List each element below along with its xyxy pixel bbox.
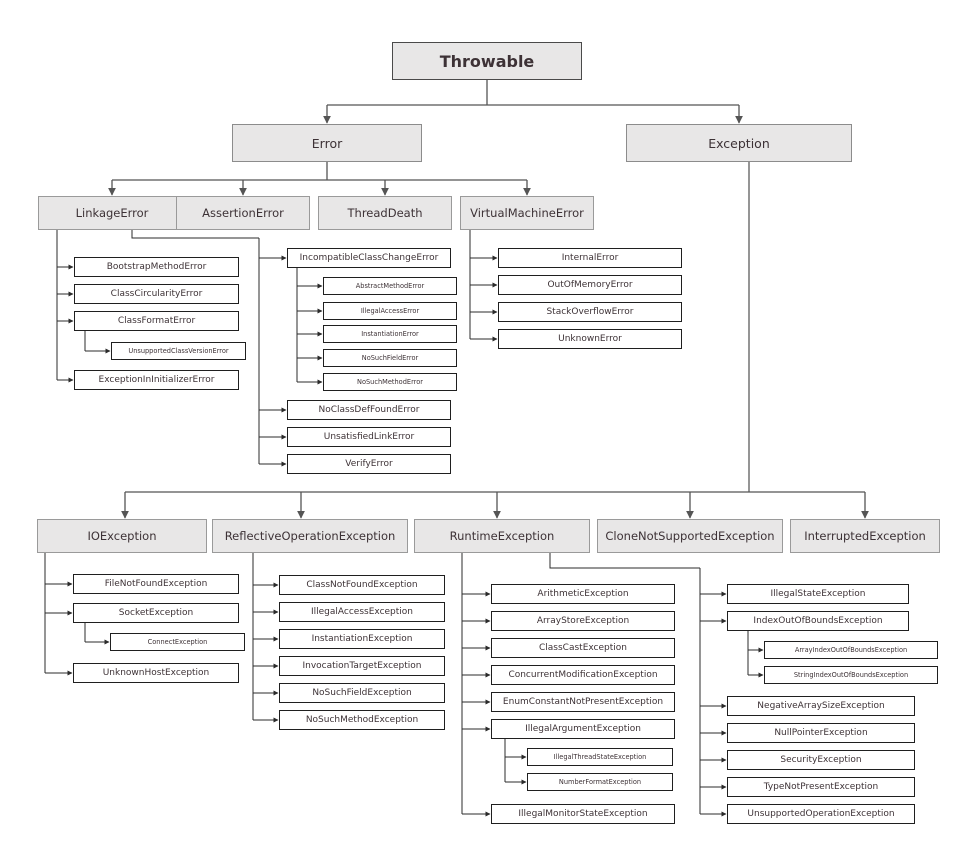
node-connect-exception: ConnectException (110, 633, 245, 651)
node-negative-array-size-exception: NegativeArraySizeException (727, 696, 915, 716)
node-thread-death: ThreadDeath (318, 196, 452, 230)
node-exception-in-initializer-error: ExceptionInInitializerError (74, 370, 239, 390)
node-no-class-def-found-error: NoClassDefFoundError (287, 400, 451, 420)
node-array-store-exception: ArrayStoreException (491, 611, 675, 631)
node-exception: Exception (626, 124, 852, 162)
node-enum-constant-not-present-exception: EnumConstantNotPresentException (491, 692, 675, 712)
node-invocation-target-exception: InvocationTargetException (279, 656, 445, 676)
runtime-exception-branch (549, 553, 700, 569)
node-error: Error (232, 124, 422, 162)
node-reflective-operation-exception: ReflectiveOperationException (212, 519, 408, 553)
node-unsupported-class-version-error: UnsupportedClassVersionError (111, 342, 246, 360)
node-clone-not-supported-exception: CloneNotSupportedException (597, 519, 783, 553)
linkage-error-branch (131, 230, 259, 239)
node-runtime-exception: RuntimeException (414, 519, 590, 553)
node-out-of-memory-error: OutOfMemoryError (498, 275, 682, 295)
node-throwable: Throwable (392, 42, 582, 80)
node-abstract-method-error: AbstractMethodError (323, 277, 457, 295)
node-illegal-argument-exception: IllegalArgumentException (491, 719, 675, 739)
node-unknown-error: UnknownError (498, 329, 682, 349)
node-illegal-state-exception: IllegalStateException (727, 584, 909, 604)
node-concurrent-modification-exception: ConcurrentModificationException (491, 665, 675, 685)
node-instantiation-exception: InstantiationException (279, 629, 445, 649)
node-virtual-machine-error: VirtualMachineError (460, 196, 594, 230)
node-bootstrap-method-error: BootstrapMethodError (74, 257, 239, 277)
node-illegal-access-error: IllegalAccessError (323, 302, 457, 320)
node-illegal-access-exception: IllegalAccessException (279, 602, 445, 622)
node-no-such-method-error: NoSuchMethodError (323, 373, 457, 391)
node-no-such-field-exception: NoSuchFieldException (279, 683, 445, 703)
node-incompatible-class-change-error: IncompatibleClassChangeError (287, 248, 451, 268)
node-internal-error: InternalError (498, 248, 682, 268)
node-io-exception: IOException (37, 519, 207, 553)
node-array-index-out-of-bounds-exception: ArrayIndexOutOfBoundsException (764, 641, 938, 659)
node-unknown-host-exception: UnknownHostException (73, 663, 239, 683)
node-class-format-error: ClassFormatError (74, 311, 239, 331)
node-unsatisfied-link-error: UnsatisfiedLinkError (287, 427, 451, 447)
node-assertion-error: AssertionError (176, 196, 310, 230)
node-linkage-error: LinkageError (38, 196, 186, 230)
node-no-such-field-error: NoSuchFieldError (323, 349, 457, 367)
node-class-cast-exception: ClassCastException (491, 638, 675, 658)
node-socket-exception: SocketException (73, 603, 239, 623)
node-security-exception: SecurityException (727, 750, 915, 770)
node-verify-error: VerifyError (287, 454, 451, 474)
node-instantiation-error: InstantiationError (323, 325, 457, 343)
node-arithmetic-exception: ArithmeticException (491, 584, 675, 604)
node-string-index-out-of-bounds-exception: StringIndexOutOfBoundsException (764, 666, 938, 684)
node-file-not-found-exception: FileNotFoundException (73, 574, 239, 594)
node-type-not-present-exception: TypeNotPresentException (727, 777, 915, 797)
node-null-pointer-exception: NullPointerException (727, 723, 915, 743)
node-class-circularity-error: ClassCircularityError (74, 284, 239, 304)
node-unsupported-operation-exception: UnsupportedOperationException (727, 804, 915, 824)
node-interrupted-exception: InterruptedException (790, 519, 940, 553)
node-index-out-of-bounds-exception: IndexOutOfBoundsException (727, 611, 909, 631)
node-illegal-monitor-state-exception: IllegalMonitorStateException (491, 804, 675, 824)
node-class-not-found-exception: ClassNotFoundException (279, 575, 445, 595)
node-no-such-method-exception: NoSuchMethodException (279, 710, 445, 730)
node-illegal-thread-state-exception: IllegalThreadStateException (527, 748, 673, 766)
node-number-format-exception: NumberFormatException (527, 773, 673, 791)
node-stack-overflow-error: StackOverflowError (498, 302, 682, 322)
